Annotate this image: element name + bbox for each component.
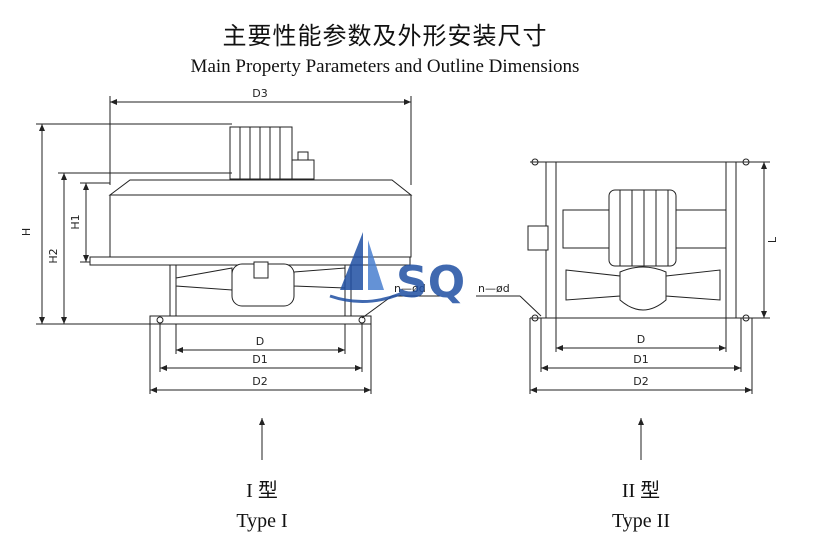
type1-dim-h: H	[20, 228, 33, 236]
title-chinese: 主要性能参数及外形安装尺寸	[222, 22, 548, 50]
type2-caption-en: Type II	[611, 510, 671, 532]
type1-dim-d1: D1	[252, 353, 267, 366]
type2-dim-holes: n—ød	[478, 282, 510, 295]
type1-drawing	[36, 96, 440, 460]
type1-dim-d: D	[256, 335, 264, 348]
type1-caption-en: Type I	[236, 510, 288, 532]
type2-dim-d1: D1	[633, 353, 648, 366]
type1-dim-h1: H1	[69, 214, 82, 229]
type1-caption-cn: I 型	[246, 480, 278, 502]
type2-dim-d2: D2	[633, 375, 648, 388]
type1-dim-holes: n—ød	[394, 282, 426, 295]
type2-dim-l: L	[766, 236, 779, 243]
type1-dim-h2: H2	[47, 248, 60, 263]
title-english: Main Property Parameters and Outline Dim…	[190, 56, 580, 77]
type1-dim-d2: D2	[252, 375, 267, 388]
sq-logo: SQ	[329, 232, 465, 308]
logo-text: SQ	[396, 257, 465, 308]
type2-drawing	[476, 158, 770, 460]
type2-caption-cn: II 型	[621, 480, 661, 502]
type2-dim-d: D	[637, 333, 645, 346]
type1-dim-d3: D3	[252, 87, 267, 100]
